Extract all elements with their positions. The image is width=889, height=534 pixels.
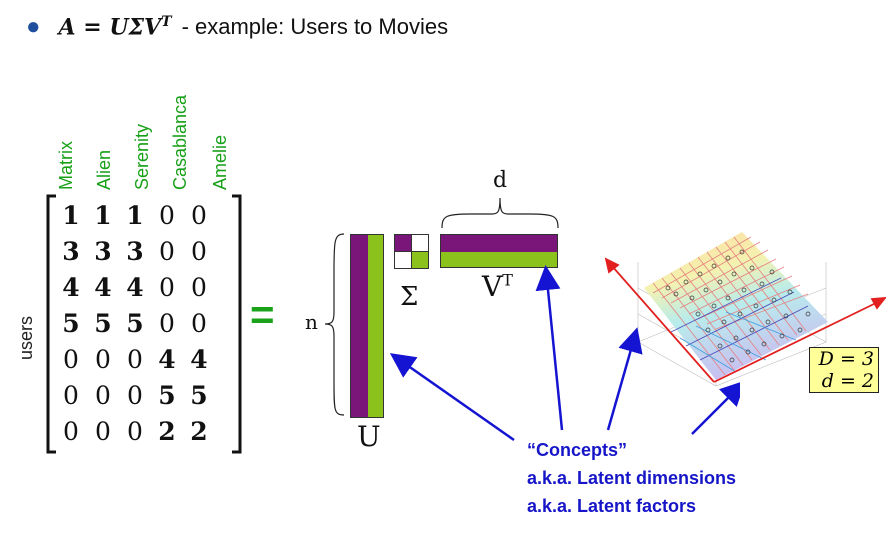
- matrix-brackets: [46, 194, 242, 454]
- matrix-cell: 0: [95, 381, 111, 410]
- matrix-cell: 0: [191, 237, 207, 266]
- bullet-dot: ●: [26, 13, 41, 40]
- slide-title: ● A = UΣVT - example: Users to Movies: [26, 10, 448, 44]
- concepts-line-2: a.k.a. Latent dimensions: [527, 468, 737, 488]
- matrix-cell: 1: [62, 201, 80, 230]
- movie-label-serenity: Serenity: [132, 123, 152, 190]
- users-axis-label: users: [16, 315, 36, 360]
- matrix-cell: 5: [126, 309, 144, 338]
- equals-sign: =: [250, 291, 275, 338]
- matrix-row: 1 1 1 0 0: [55, 203, 215, 239]
- matrix-cell: 0: [95, 417, 111, 446]
- concept-arrows: [389, 265, 740, 442]
- formula-sup: T: [161, 13, 172, 30]
- matrix-cell: 4: [190, 345, 208, 374]
- matrix-cell: 3: [126, 237, 144, 266]
- matrix-cell: 1: [126, 201, 144, 230]
- dimension-d: d = 2: [821, 370, 874, 392]
- matrix-cell: 0: [127, 381, 143, 410]
- data-points: [665, 249, 811, 363]
- vt-label-sup: T: [502, 270, 513, 290]
- movie-label-alien: Alien: [94, 149, 114, 190]
- matrix-cell: 5: [190, 381, 208, 410]
- matrix-row: 5 5 5 0 0: [55, 311, 215, 347]
- matrix-cell: 0: [159, 309, 175, 338]
- dimension-box: D = 3 d = 2: [809, 347, 879, 393]
- u-matrix-column-1: [350, 234, 368, 418]
- d-brace: [441, 197, 559, 229]
- matrix-cell: 4: [62, 273, 80, 302]
- arrow-to-axis-1: [606, 327, 643, 431]
- arrow-to-vt: [535, 265, 564, 431]
- matrix-cell: 3: [94, 237, 112, 266]
- matrix-cell: 5: [62, 309, 80, 338]
- movie-label-amelie: Amelie: [210, 134, 230, 190]
- concepts-line-3: a.k.a. Latent factors: [527, 496, 697, 516]
- matrix-row: 0 0 0 4 4: [55, 347, 215, 383]
- matrix-row: 0 0 0 2 2: [55, 419, 215, 455]
- matrix-row: 4 4 4 0 0: [55, 275, 215, 311]
- dimension-D: D = 3: [818, 348, 874, 370]
- matrix-cell: 5: [94, 309, 112, 338]
- arrow-to-u: [389, 353, 515, 442]
- sigma-matrix: [394, 234, 429, 269]
- n-label: n: [305, 310, 318, 334]
- matrix-cell: 0: [63, 417, 79, 446]
- vt-matrix-border: [440, 234, 558, 268]
- matrix-cell: 1: [94, 201, 112, 230]
- matrix-cell: 0: [191, 273, 207, 302]
- u-label: U: [357, 420, 381, 453]
- matrix-cell: 2: [158, 417, 176, 446]
- matrix-cell: 0: [63, 345, 79, 374]
- matrix-cell: 2: [190, 417, 208, 446]
- vt-matrix-row-1: [440, 234, 558, 252]
- matrix-row: 0 0 0 5 5: [55, 383, 215, 419]
- matrix-cell: 0: [63, 381, 79, 410]
- matrix-cell: 0: [127, 345, 143, 374]
- matrix-cell: 0: [95, 345, 111, 374]
- matrix-cell: 0: [159, 273, 175, 302]
- red-axes: [604, 257, 886, 383]
- u-matrix-border: [350, 234, 384, 418]
- sigma-label: Σ: [400, 282, 419, 312]
- matrix-cell: 4: [126, 273, 144, 302]
- 3d-surface-plot: [604, 232, 886, 387]
- matrix-cell: 5: [158, 381, 176, 410]
- matrix-cell: 0: [159, 201, 175, 230]
- matrix-cell: 0: [191, 201, 207, 230]
- ratings-matrix: 1 1 1 0 0 3 3 3 0 0 4 4 4 0 0 5 5 5 0 0 …: [55, 203, 215, 455]
- arrow-to-axis-2: [691, 380, 740, 435]
- movie-label-casablanca: Casablanca: [170, 94, 190, 190]
- matrix-cell: 0: [191, 309, 207, 338]
- matrix-cell: 4: [158, 345, 176, 374]
- vt-label: VT: [482, 270, 513, 303]
- formula-main: A = UΣV: [58, 14, 162, 41]
- vt-label-main: V: [482, 270, 503, 303]
- d-label: d: [493, 168, 508, 193]
- matrix-cell: 3: [62, 237, 80, 266]
- matrix-row: 3 3 3 0 0: [55, 239, 215, 275]
- concepts-line-1: “Concepts”: [527, 440, 628, 460]
- matrix-cell: 4: [94, 273, 112, 302]
- movie-label-matrix: Matrix: [56, 141, 76, 190]
- matrix-cell: 0: [127, 417, 143, 446]
- vt-matrix-row-2: [440, 252, 558, 268]
- matrix-cell: 0: [159, 237, 175, 266]
- concepts-callout: “Concepts” a.k.a. Latent dimensions a.k.…: [527, 436, 736, 520]
- n-brace: [324, 233, 345, 416]
- formula-text: A = UΣVT: [59, 14, 172, 40]
- title-text: - example: Users to Movies: [181, 14, 449, 39]
- u-matrix-column-2: [368, 234, 384, 418]
